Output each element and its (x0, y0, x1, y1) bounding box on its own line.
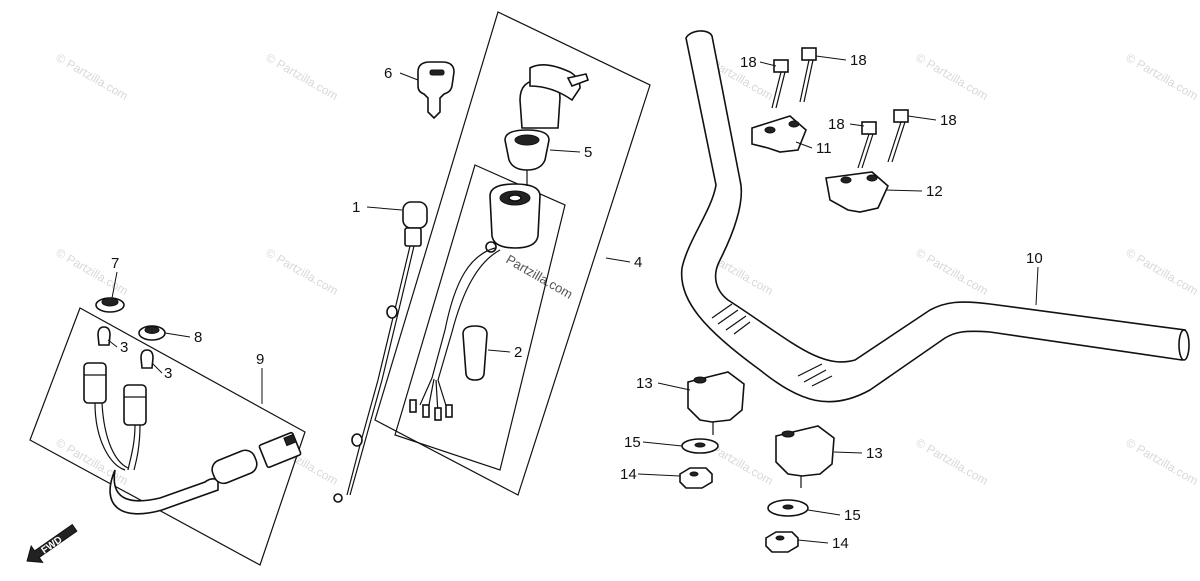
watermark: © Partzilla.com (914, 435, 991, 488)
socket (83, 362, 107, 404)
watermark: © Partzilla.com (264, 245, 341, 298)
callout-14: 14 (832, 535, 849, 552)
handlebar-part-10 (680, 30, 1190, 403)
group-frame-9 (29, 307, 306, 566)
leader-lines (107, 55, 1039, 544)
forward-arrow-icon (26, 523, 78, 563)
callout-3: 3 (120, 339, 128, 356)
bolt-part-18 (799, 47, 817, 103)
harness-sheath (109, 469, 219, 515)
harness-assembly (29, 297, 306, 566)
lower-holder-part-13 (687, 371, 745, 435)
socket (123, 384, 147, 426)
harness-wire (94, 402, 129, 471)
callout-18: 18 (828, 116, 845, 133)
callout-8: 8 (194, 329, 202, 346)
callout-4: 4 (634, 254, 642, 271)
upper-holder-part-11 (751, 115, 807, 153)
callout-14: 14 (620, 466, 637, 483)
bulb-part-3 (97, 326, 111, 346)
callout-11: 11 (816, 140, 832, 157)
callout-5: 5 (584, 144, 592, 161)
callout-18: 18 (940, 112, 957, 129)
callout-7: 7 (111, 255, 119, 272)
watermark-dark: Partzilla.com (504, 252, 576, 302)
bolt-part-18 (771, 59, 789, 109)
watermark: © Partzilla.com (1124, 435, 1200, 488)
lower-holder-part-13 (775, 425, 835, 488)
harness-sleeve (211, 449, 258, 485)
wire-boot-part-2 (462, 325, 488, 381)
bolt-part-18 (857, 121, 877, 169)
nut-part-14 (679, 467, 713, 489)
callout-9: 9 (256, 351, 264, 368)
callout-15: 15 (624, 434, 641, 451)
callout-18: 18 (740, 54, 757, 71)
harness-wire (127, 424, 141, 471)
callout-12: 12 (926, 183, 943, 200)
bulb-part-3 (140, 349, 154, 369)
callout-2: 2 (514, 344, 522, 361)
key-part-6 (417, 61, 455, 120)
cable-part-1 (333, 201, 428, 503)
watermark-layer: © Partzilla.com © Partzilla.com © Partzi… (54, 50, 1200, 488)
watermark: © Partzilla.com (264, 50, 341, 103)
callout-18: 18 (850, 52, 867, 69)
watermark: © Partzilla.com (54, 50, 131, 103)
callout-labels: 1 2 3 3 4 5 6 7 8 9 10 11 12 13 13 14 14… (111, 52, 1043, 552)
group-frame-4 (374, 11, 651, 496)
callout-13: 13 (866, 445, 883, 462)
bolt-part-18 (887, 109, 909, 163)
watermark: © Partzilla.com (914, 50, 991, 103)
callout-13: 13 (636, 375, 653, 392)
callout-15: 15 (844, 507, 861, 524)
switch-wire (431, 247, 501, 381)
watermark: © Partzilla.com (1124, 245, 1200, 298)
callout-1: 1 (352, 199, 360, 216)
callout-10: 10 (1026, 250, 1043, 267)
callout-6: 6 (384, 65, 392, 82)
nut-part-14 (765, 531, 799, 553)
forward-indicator: FWD (26, 523, 78, 563)
upper-holder-part-12 (825, 171, 889, 213)
watermark: © Partzilla.com (914, 245, 991, 298)
callout-3: 3 (164, 365, 172, 382)
watermark: © Partzilla.com (1124, 50, 1200, 103)
ignition-switch-assembly (374, 11, 651, 496)
